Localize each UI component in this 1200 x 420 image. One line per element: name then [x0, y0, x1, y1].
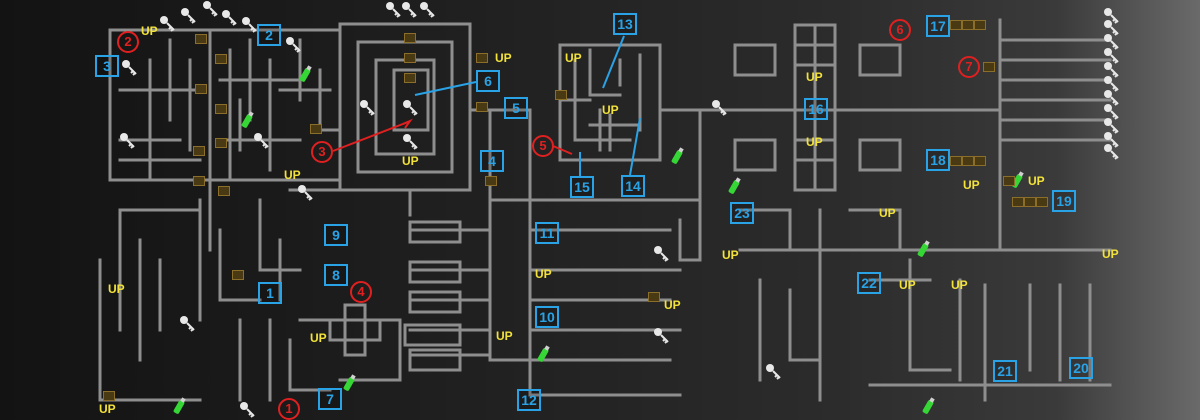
marker-circle-2: 2: [117, 31, 139, 53]
marker-box-11: 11: [535, 222, 559, 244]
marker-box-17: 17: [926, 15, 950, 37]
up-stairs-label: UP: [951, 278, 968, 292]
up-stairs-label: UP: [806, 135, 823, 149]
chest-icon: [215, 104, 227, 114]
chest-icon: [232, 270, 244, 280]
up-stairs-label: UP: [310, 331, 327, 345]
chest-icon: [950, 156, 962, 166]
potion-icon: [536, 345, 550, 363]
chest-icon: [193, 146, 205, 156]
marker-box-21: 21: [993, 360, 1017, 382]
potion-icon: [921, 397, 935, 415]
chest-icon: [648, 292, 660, 302]
marker-box-9: 9: [324, 224, 348, 246]
marker-box-7: 7: [318, 388, 342, 410]
marker-box-3: 3: [95, 55, 119, 77]
up-stairs-label: UP: [1102, 247, 1119, 261]
chest-icon: [1036, 197, 1048, 207]
chest-icon: [103, 391, 115, 401]
potion-icon: [342, 374, 356, 392]
chest-icon: [404, 53, 416, 63]
chest-icon: [555, 90, 567, 100]
up-stairs-label: UP: [879, 206, 896, 220]
chest-icon: [485, 176, 497, 186]
marker-box-2: 2: [257, 24, 281, 46]
marker-box-12: 12: [517, 389, 541, 411]
up-stairs-label: UP: [963, 178, 980, 192]
potion-icon: [240, 111, 254, 129]
up-stairs-label: UP: [141, 24, 158, 38]
up-stairs-label: UP: [899, 278, 916, 292]
chest-icon: [962, 20, 974, 30]
marker-box-10: 10: [535, 306, 559, 328]
chest-icon: [218, 186, 230, 196]
chest-icon: [195, 34, 207, 44]
marker-box-22: 22: [857, 272, 881, 294]
potion-icon: [172, 397, 186, 415]
up-stairs-label: UP: [1028, 174, 1045, 188]
chest-icon: [983, 62, 995, 72]
up-stairs-label: UP: [602, 103, 619, 117]
chest-icon: [950, 20, 962, 30]
marker-box-18: 18: [926, 149, 950, 171]
marker-box-13: 13: [613, 13, 637, 35]
marker-circle-1: 1: [278, 398, 300, 420]
marker-box-8: 8: [324, 264, 348, 286]
chest-icon: [404, 73, 416, 83]
chest-icon: [1012, 197, 1024, 207]
marker-circle-3: 3: [311, 141, 333, 163]
chest-icon: [476, 53, 488, 63]
potion-icon: [298, 65, 312, 83]
chest-icon: [404, 33, 416, 43]
chest-icon: [215, 138, 227, 148]
marker-box-19: 19: [1052, 190, 1076, 212]
marker-circle-7: 7: [958, 56, 980, 78]
up-stairs-label: UP: [496, 329, 513, 343]
marker-circle-4: 4: [350, 281, 372, 303]
marker-box-16: 16: [804, 98, 828, 120]
up-stairs-label: UP: [806, 70, 823, 84]
chest-icon: [215, 54, 227, 64]
chest-icon: [193, 176, 205, 186]
up-stairs-label: UP: [535, 267, 552, 281]
chest-icon: [1024, 197, 1036, 207]
up-stairs-label: UP: [99, 402, 116, 416]
marker-box-14: 14: [621, 175, 645, 197]
marker-box-20: 20: [1069, 357, 1093, 379]
marker-box-23: 23: [730, 202, 754, 224]
chest-icon: [195, 84, 207, 94]
marker-box-15: 15: [570, 176, 594, 198]
potion-icon: [916, 240, 930, 258]
marker-circle-6: 6: [889, 19, 911, 41]
chest-icon: [962, 156, 974, 166]
potion-icon: [727, 177, 741, 195]
marker-box-1: 1: [258, 282, 282, 304]
up-stairs-label: UP: [664, 298, 681, 312]
chest-icon: [310, 124, 322, 134]
up-stairs-label: UP: [402, 154, 419, 168]
up-stairs-label: UP: [495, 51, 512, 65]
chest-icon: [476, 102, 488, 112]
marker-box-4: 4: [480, 150, 504, 172]
potion-icon: [670, 147, 684, 165]
up-stairs-label: UP: [722, 248, 739, 262]
up-stairs-label: UP: [108, 282, 125, 296]
marker-box-6: 6: [476, 70, 500, 92]
up-stairs-label: UP: [284, 168, 301, 182]
marker-box-5: 5: [504, 97, 528, 119]
chest-icon: [974, 156, 986, 166]
chest-icon: [974, 20, 986, 30]
up-stairs-label: UP: [565, 51, 582, 65]
chest-icon: [1003, 176, 1015, 186]
